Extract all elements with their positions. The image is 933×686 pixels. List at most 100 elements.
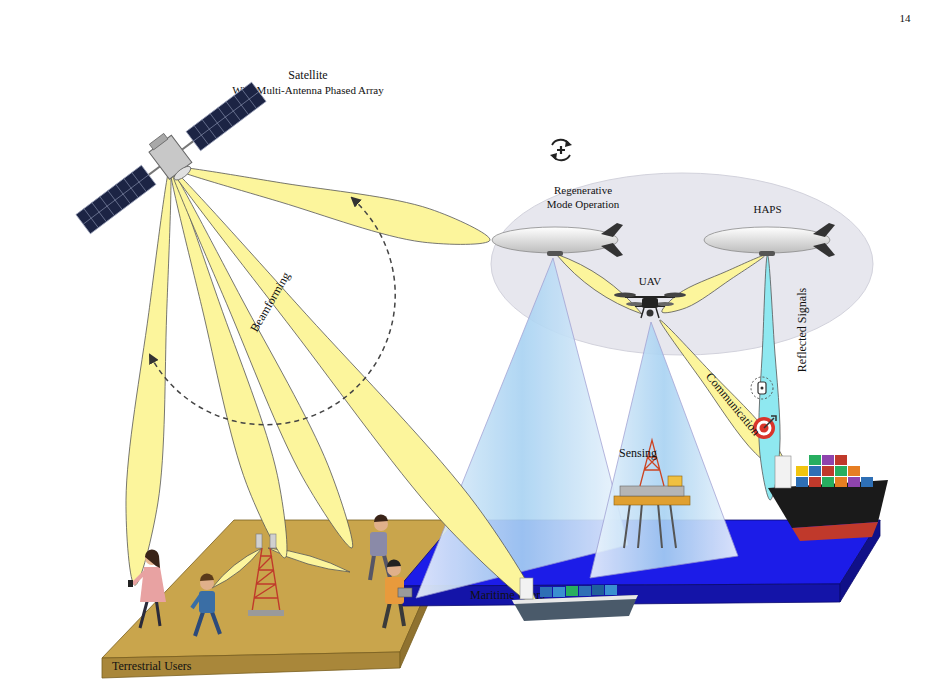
container bbox=[848, 477, 860, 487]
container bbox=[579, 586, 591, 596]
blimp-fin bbox=[813, 243, 835, 257]
oil-rig bbox=[614, 440, 690, 548]
node-label: Regenerative Mode Operation bbox=[542, 183, 624, 211]
sensor-icon bbox=[751, 377, 773, 399]
container bbox=[835, 455, 847, 465]
drone-legs bbox=[641, 308, 659, 318]
person-woman bbox=[128, 549, 166, 628]
person-shirt bbox=[199, 591, 215, 613]
container bbox=[809, 455, 821, 465]
beam-connector bbox=[170, 167, 537, 606]
container bbox=[796, 477, 808, 487]
beamforming-arc bbox=[150, 198, 395, 425]
container bbox=[592, 585, 604, 595]
person-hair bbox=[387, 559, 401, 567]
node-label: UAV bbox=[615, 274, 685, 288]
satellite-dish bbox=[172, 164, 193, 182]
regen-arrowhead bbox=[565, 140, 572, 147]
panel-arm bbox=[182, 141, 193, 149]
container bbox=[822, 466, 834, 476]
node-label: Satellite bbox=[228, 68, 388, 82]
sensor-dot bbox=[761, 387, 764, 390]
satellite-icon bbox=[69, 73, 273, 243]
panel-arm bbox=[149, 166, 160, 174]
person-laptop bbox=[398, 588, 412, 597]
container bbox=[796, 466, 808, 476]
blimp-fin bbox=[601, 243, 623, 257]
blimp-hull bbox=[704, 227, 830, 253]
rig-crane bbox=[668, 476, 682, 486]
rig-deck bbox=[620, 486, 684, 496]
sensor-body bbox=[758, 382, 766, 394]
node-label: HAPS bbox=[705, 202, 830, 216]
rig-legs bbox=[624, 503, 676, 548]
figure-label: Beamforming bbox=[247, 270, 292, 335]
container bbox=[566, 586, 578, 596]
node-label: Terrestrial Users bbox=[112, 659, 312, 673]
tower-beam bbox=[212, 548, 262, 588]
satellite-module bbox=[149, 133, 168, 149]
edge-label: Reflected Signals bbox=[795, 288, 809, 372]
person-hair bbox=[374, 514, 388, 522]
container bbox=[861, 477, 873, 487]
person-arm bbox=[192, 595, 201, 608]
blimp-gondola bbox=[759, 251, 775, 256]
person-man bbox=[192, 573, 220, 636]
person-man bbox=[384, 559, 412, 628]
person-phone bbox=[128, 580, 133, 587]
ship-hull-bottom bbox=[792, 522, 878, 541]
tower-antenna bbox=[256, 534, 262, 548]
tower-base bbox=[248, 610, 284, 616]
regen-plus bbox=[557, 146, 565, 154]
person-legs bbox=[140, 598, 160, 628]
haps-sensing-cone bbox=[416, 258, 628, 598]
regeneration-icon bbox=[550, 140, 572, 161]
person-arm bbox=[133, 572, 145, 584]
platform-front bbox=[102, 652, 400, 678]
cargo-ship bbox=[512, 578, 638, 621]
container bbox=[553, 587, 565, 597]
container bbox=[809, 466, 821, 476]
ship-bridge bbox=[520, 578, 533, 599]
beam-connector bbox=[126, 167, 171, 585]
figure-label: Sensing bbox=[619, 446, 657, 460]
person-legs bbox=[370, 555, 390, 580]
person-man bbox=[370, 514, 390, 580]
drone-rotor bbox=[656, 302, 674, 306]
container bbox=[822, 455, 834, 465]
drone-body bbox=[642, 298, 658, 308]
uav-drone bbox=[614, 293, 686, 319]
container bbox=[822, 477, 834, 487]
uav-sensing-cone bbox=[590, 322, 738, 578]
panel-grid bbox=[76, 82, 266, 234]
blimp-gondola bbox=[547, 251, 563, 256]
sensor-ring bbox=[751, 377, 773, 399]
blimp-fin bbox=[601, 223, 623, 237]
rig-platform bbox=[614, 496, 690, 505]
regen-arrowhead bbox=[550, 153, 557, 160]
blimp-fin bbox=[813, 223, 835, 237]
person-hair bbox=[200, 573, 214, 581]
person-legs bbox=[384, 602, 404, 628]
drone-rotor bbox=[664, 293, 686, 298]
person-shirt bbox=[370, 532, 387, 556]
haps-blimp bbox=[704, 223, 835, 257]
drone-rotor bbox=[626, 302, 644, 306]
tower-frame bbox=[252, 548, 280, 612]
cell-tower bbox=[248, 534, 284, 616]
tower-antenna bbox=[270, 534, 276, 548]
person-hair bbox=[145, 549, 160, 568]
haps-blimp bbox=[492, 223, 623, 257]
edge-label: Communication bbox=[703, 370, 763, 439]
blimp-hull bbox=[492, 227, 618, 253]
container bbox=[848, 466, 860, 476]
target-arrow bbox=[764, 416, 776, 428]
container bbox=[835, 466, 847, 476]
beam-connector bbox=[662, 255, 765, 313]
page-number: 14 bbox=[900, 11, 911, 25]
drone-rotor bbox=[614, 293, 636, 298]
container bbox=[835, 477, 847, 487]
ship-bridge bbox=[775, 456, 791, 488]
person-legs bbox=[195, 612, 220, 636]
container-ship bbox=[768, 455, 888, 541]
